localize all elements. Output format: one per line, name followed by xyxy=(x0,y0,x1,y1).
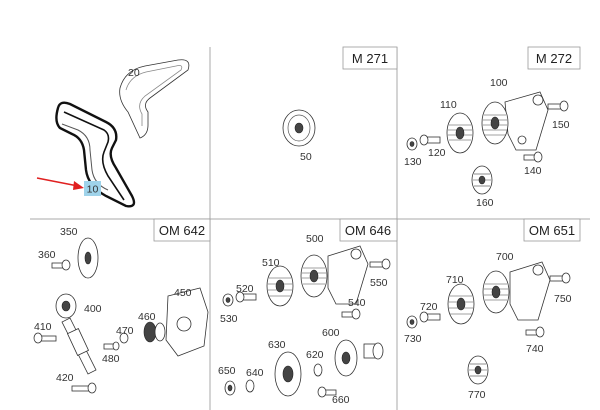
label-140: 140 xyxy=(524,165,542,177)
bolt-660[interactable] xyxy=(317,386,337,398)
pulley-large-700[interactable] xyxy=(482,270,510,314)
label-660: 660 xyxy=(332,394,350,406)
washer-530[interactable] xyxy=(222,293,234,307)
label-600: 600 xyxy=(322,327,340,339)
engine-label-om651: OM 651 xyxy=(529,223,575,238)
tensioner-assembly-100[interactable] xyxy=(504,91,549,151)
label-700: 700 xyxy=(496,251,514,263)
washer-620[interactable] xyxy=(313,363,323,377)
bolt-720[interactable] xyxy=(419,311,441,323)
pulley-160[interactable] xyxy=(471,165,493,195)
label-470: 470 xyxy=(116,325,134,337)
pulley-large-100[interactable] xyxy=(481,101,509,145)
bolt-520[interactable] xyxy=(235,291,257,303)
engine-label-om642: OM 642 xyxy=(159,223,205,238)
engine-header-m272: M 272 xyxy=(527,46,581,70)
pulley-630[interactable] xyxy=(274,351,302,397)
label-120: 120 xyxy=(428,147,446,159)
label-460: 460 xyxy=(138,311,156,323)
engine-header-om642: OM 642 xyxy=(153,218,211,242)
bolt-750[interactable] xyxy=(549,272,571,284)
label-100: 100 xyxy=(490,77,508,89)
label-770: 770 xyxy=(468,389,486,401)
engine-label-m271: M 271 xyxy=(352,51,388,66)
bolt-410[interactable] xyxy=(33,332,57,344)
engine-header-om651: OM 651 xyxy=(523,218,581,242)
label-520: 520 xyxy=(236,283,254,295)
highlight-marker: 10 xyxy=(36,177,101,196)
label-420: 420 xyxy=(56,372,74,384)
label-110: 110 xyxy=(440,99,457,111)
pulley-large-500[interactable] xyxy=(300,254,328,298)
bolt-420[interactable] xyxy=(71,382,97,394)
label-710: 710 xyxy=(446,274,464,286)
label-10: 10 xyxy=(87,184,99,196)
label-620: 620 xyxy=(306,349,324,361)
bolt-540[interactable] xyxy=(341,308,361,320)
washer-640[interactable] xyxy=(245,379,255,393)
label-160: 160 xyxy=(476,197,494,209)
label-750: 750 xyxy=(554,293,572,305)
bolt-550[interactable] xyxy=(369,258,391,270)
label-650: 650 xyxy=(218,365,236,377)
label-740: 740 xyxy=(526,343,544,355)
housing-450[interactable] xyxy=(165,287,209,357)
label-480: 480 xyxy=(102,353,120,365)
bolt-150[interactable] xyxy=(547,100,569,112)
tensioner-pulley-50[interactable] xyxy=(282,109,316,147)
engine-header-m271: M 271 xyxy=(342,46,398,70)
tensioner-assembly-700[interactable] xyxy=(509,261,551,321)
bolt-140[interactable] xyxy=(523,151,543,163)
bolt-480[interactable] xyxy=(103,341,120,351)
label-450: 450 xyxy=(174,287,192,299)
label-20: 20 xyxy=(128,67,140,79)
tensioner-assembly-500[interactable] xyxy=(327,245,369,305)
label-530: 530 xyxy=(220,313,238,325)
pulley-600[interactable] xyxy=(334,339,384,377)
bolt-360[interactable] xyxy=(51,259,71,271)
pulley-710[interactable] xyxy=(447,283,475,325)
label-400: 400 xyxy=(84,303,102,315)
label-130: 130 xyxy=(404,156,422,168)
engine-label-m272: M 272 xyxy=(536,51,572,66)
pulley-350[interactable] xyxy=(77,237,99,279)
pulley-510[interactable] xyxy=(266,265,294,307)
label-510: 510 xyxy=(262,257,280,269)
washer-650[interactable] xyxy=(224,380,236,396)
washer-130[interactable] xyxy=(406,137,418,151)
label-630: 630 xyxy=(268,339,286,351)
ring-460[interactable] xyxy=(143,321,166,343)
label-350: 350 xyxy=(60,226,78,238)
label-640: 640 xyxy=(246,367,264,379)
label-720: 720 xyxy=(420,301,438,313)
engine-header-om646: OM 646 xyxy=(339,218,398,242)
poly-v-belt-20[interactable] xyxy=(119,59,190,139)
tensioner-400[interactable] xyxy=(55,293,97,375)
label-50: 50 xyxy=(300,151,312,163)
label-730: 730 xyxy=(404,333,422,345)
pulley-770[interactable] xyxy=(467,355,489,385)
engine-label-om646: OM 646 xyxy=(345,223,391,238)
bolt-120[interactable] xyxy=(419,134,441,146)
label-550: 550 xyxy=(370,277,388,289)
washer-730[interactable] xyxy=(406,315,418,329)
label-410: 410 xyxy=(34,321,52,333)
label-360: 360 xyxy=(38,249,56,261)
bolt-740[interactable] xyxy=(525,326,545,338)
label-150: 150 xyxy=(552,119,570,131)
label-540: 540 xyxy=(348,297,366,309)
pulley-110[interactable] xyxy=(446,112,474,154)
label-500: 500 xyxy=(306,233,324,245)
washer-470[interactable] xyxy=(119,332,129,344)
